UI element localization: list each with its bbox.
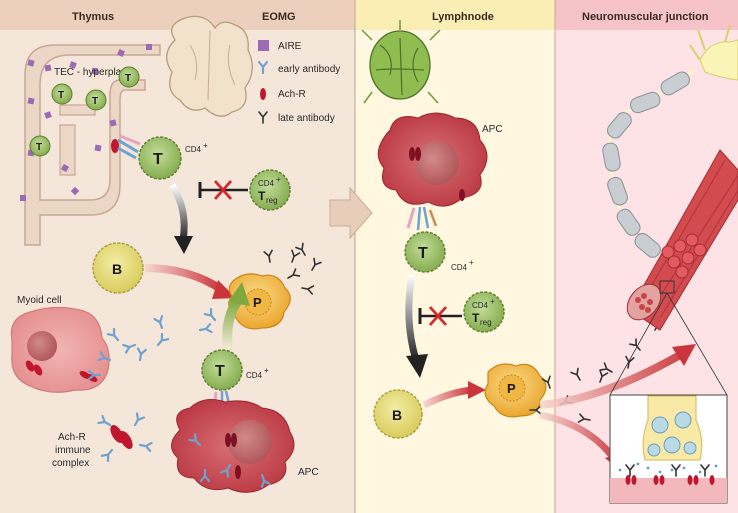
neuron [689,24,738,81]
svg-text:T: T [153,151,163,168]
svg-text:reg: reg [480,318,492,327]
svg-text:T: T [58,90,64,101]
myoid-cell: Myoid cell [10,295,110,393]
legend-aire: AIRE [278,41,302,52]
svg-text:CD4: CD4 [246,371,263,380]
nmj-header-bg [555,0,738,30]
svg-text:T: T [215,363,225,380]
apc-label-thymus: APC [298,467,319,478]
myelinated-axon [602,68,696,264]
svg-text:Ach-R: Ach-R [58,432,86,443]
cd4-t-cell-thymus: T CD4 + [138,136,208,180]
activation-arrow-lymph [405,274,428,378]
plasma-cell-thymus: P [228,273,291,330]
treg-inhibition-blocked [198,180,248,200]
svg-text:CD4: CD4 [472,301,489,310]
thymus-t-cell-1: T [118,66,140,88]
thymus-t-cell-2: T [51,83,73,105]
svg-text:CD4: CD4 [451,263,468,272]
thymus-gland [166,15,253,117]
muscle-fiber [626,149,738,331]
activation-arrow-thymus [169,183,193,254]
treg-inhibition-blocked-lymph [418,306,462,326]
achr-icon [260,88,266,100]
apc-label-lymph: APC [482,124,503,135]
svg-text:+: + [469,258,474,267]
svg-text:P: P [253,295,262,310]
svg-text:+: + [276,175,281,184]
achr-immune-complex: Ach-R immune complex [52,412,153,469]
svg-text:+: + [490,297,495,306]
svg-text:T: T [92,96,98,107]
apc-lymphnode: APC [377,112,503,207]
legend: AIRE early antibody Ach-R late antibody [257,40,340,124]
b-to-plasma-arrow-lymph [422,381,486,409]
treg-cell-lymphnode: CD4 + T reg [463,291,505,333]
svg-text:immune: immune [55,445,91,456]
lymphnode-icon [361,20,441,104]
apc-thymus: APC [171,399,319,493]
svg-text:+: + [203,141,208,150]
svg-text:B: B [112,261,122,277]
svg-text:complex: complex [52,458,89,469]
svg-text:P: P [507,381,516,396]
lymphnode-title: Lymphnode [432,11,494,23]
nmj-title: Neuromuscular junction [582,11,709,23]
b-to-plasma-arrow-thymus [144,264,236,299]
cd4-t-cell-lymphnode: T CD4 + [404,231,474,273]
svg-text:CD4: CD4 [258,179,275,188]
plasma-cell-lymphnode: P [484,363,547,418]
svg-text:+: + [264,366,269,375]
aire-legend-swatch [258,40,269,51]
cd4-label-1: CD4 [185,145,202,154]
svg-text:T: T [472,311,480,325]
thymus-t-cell-4: T [29,135,51,157]
svg-text:reg: reg [266,196,278,205]
lymphnode-header-bg [355,0,555,30]
legend-achr: Ach-R [278,89,306,100]
legend-early-antibody: early antibody [278,64,340,75]
svg-text:T: T [36,142,42,153]
treg-cell-thymus: CD4 + T reg [249,169,291,211]
svg-text:T: T [418,245,428,262]
t-help-arrow-thymus [222,282,250,351]
synapse-inset [609,394,728,504]
tec-label: TEC - hyperplastic [54,67,136,78]
svg-text:T: T [258,189,266,203]
b-cell-thymus: B [92,242,144,294]
myoid-label: Myoid cell [17,295,61,306]
b-cell-lymphnode: B [373,389,423,439]
svg-text:B: B [392,407,402,423]
eomg-title: EOMG [262,11,296,23]
legend-late-antibody: late antibody [278,113,335,124]
svg-text:T: T [125,73,131,84]
tec-tissue: TEC - hyperplastic [20,44,161,246]
transition-arrow [329,186,373,240]
thymus-t-cell-3: T [85,89,107,111]
thymus-title: Thymus [72,11,114,23]
tec-tcr-interaction [111,134,141,160]
